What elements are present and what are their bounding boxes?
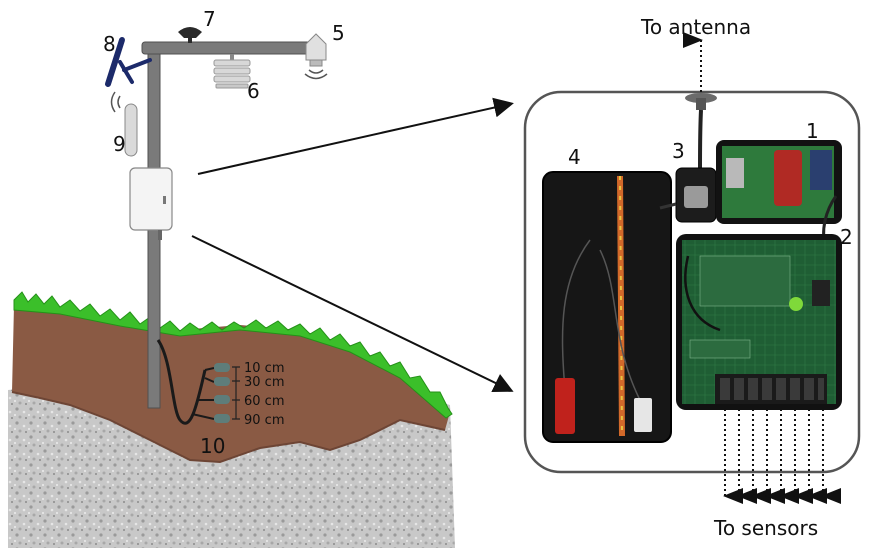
radiation-shield-icon [213,54,251,89]
label-8: 8 [103,32,116,56]
label-1: 1 [806,119,819,143]
label-3: 3 [672,139,685,163]
depth-label-60: 60 cm [244,394,285,409]
top-sensor-icon [178,27,202,43]
label-7: 7 [203,7,216,31]
battery-pack [542,171,672,443]
sensor-line-arrows [723,404,841,504]
label-9: 9 [113,132,126,156]
connector-module [659,167,717,223]
depth-label-10: 10 cm [244,361,285,376]
ground-section [8,291,455,548]
radio-board [716,140,842,251]
depth-sensors [214,363,240,423]
depth-label-30: 30 cm [244,375,285,390]
terminal-block [715,374,827,404]
tube-sensor-icon [110,91,138,157]
sensors-label: To sensors [713,516,818,540]
grass-strip [13,291,453,419]
label-4: 4 [568,145,581,169]
antenna-connector [683,32,717,171]
label-2: 2 [840,225,853,249]
logger-enclosure [129,167,173,240]
zoom-arrow-lower [191,235,514,393]
depth-label-90: 90 cm [244,413,285,428]
zoom-arrow-upper [197,97,514,175]
soil-sensor-cable [156,339,215,425]
logger-board [676,234,842,410]
label-6: 6 [247,79,260,103]
antenna-label: To antenna [640,15,751,39]
solar-panel-icon [105,37,152,87]
label-10: 10 [200,434,225,458]
arm-end-sensor-icon [304,33,328,80]
label-5: 5 [332,21,345,45]
